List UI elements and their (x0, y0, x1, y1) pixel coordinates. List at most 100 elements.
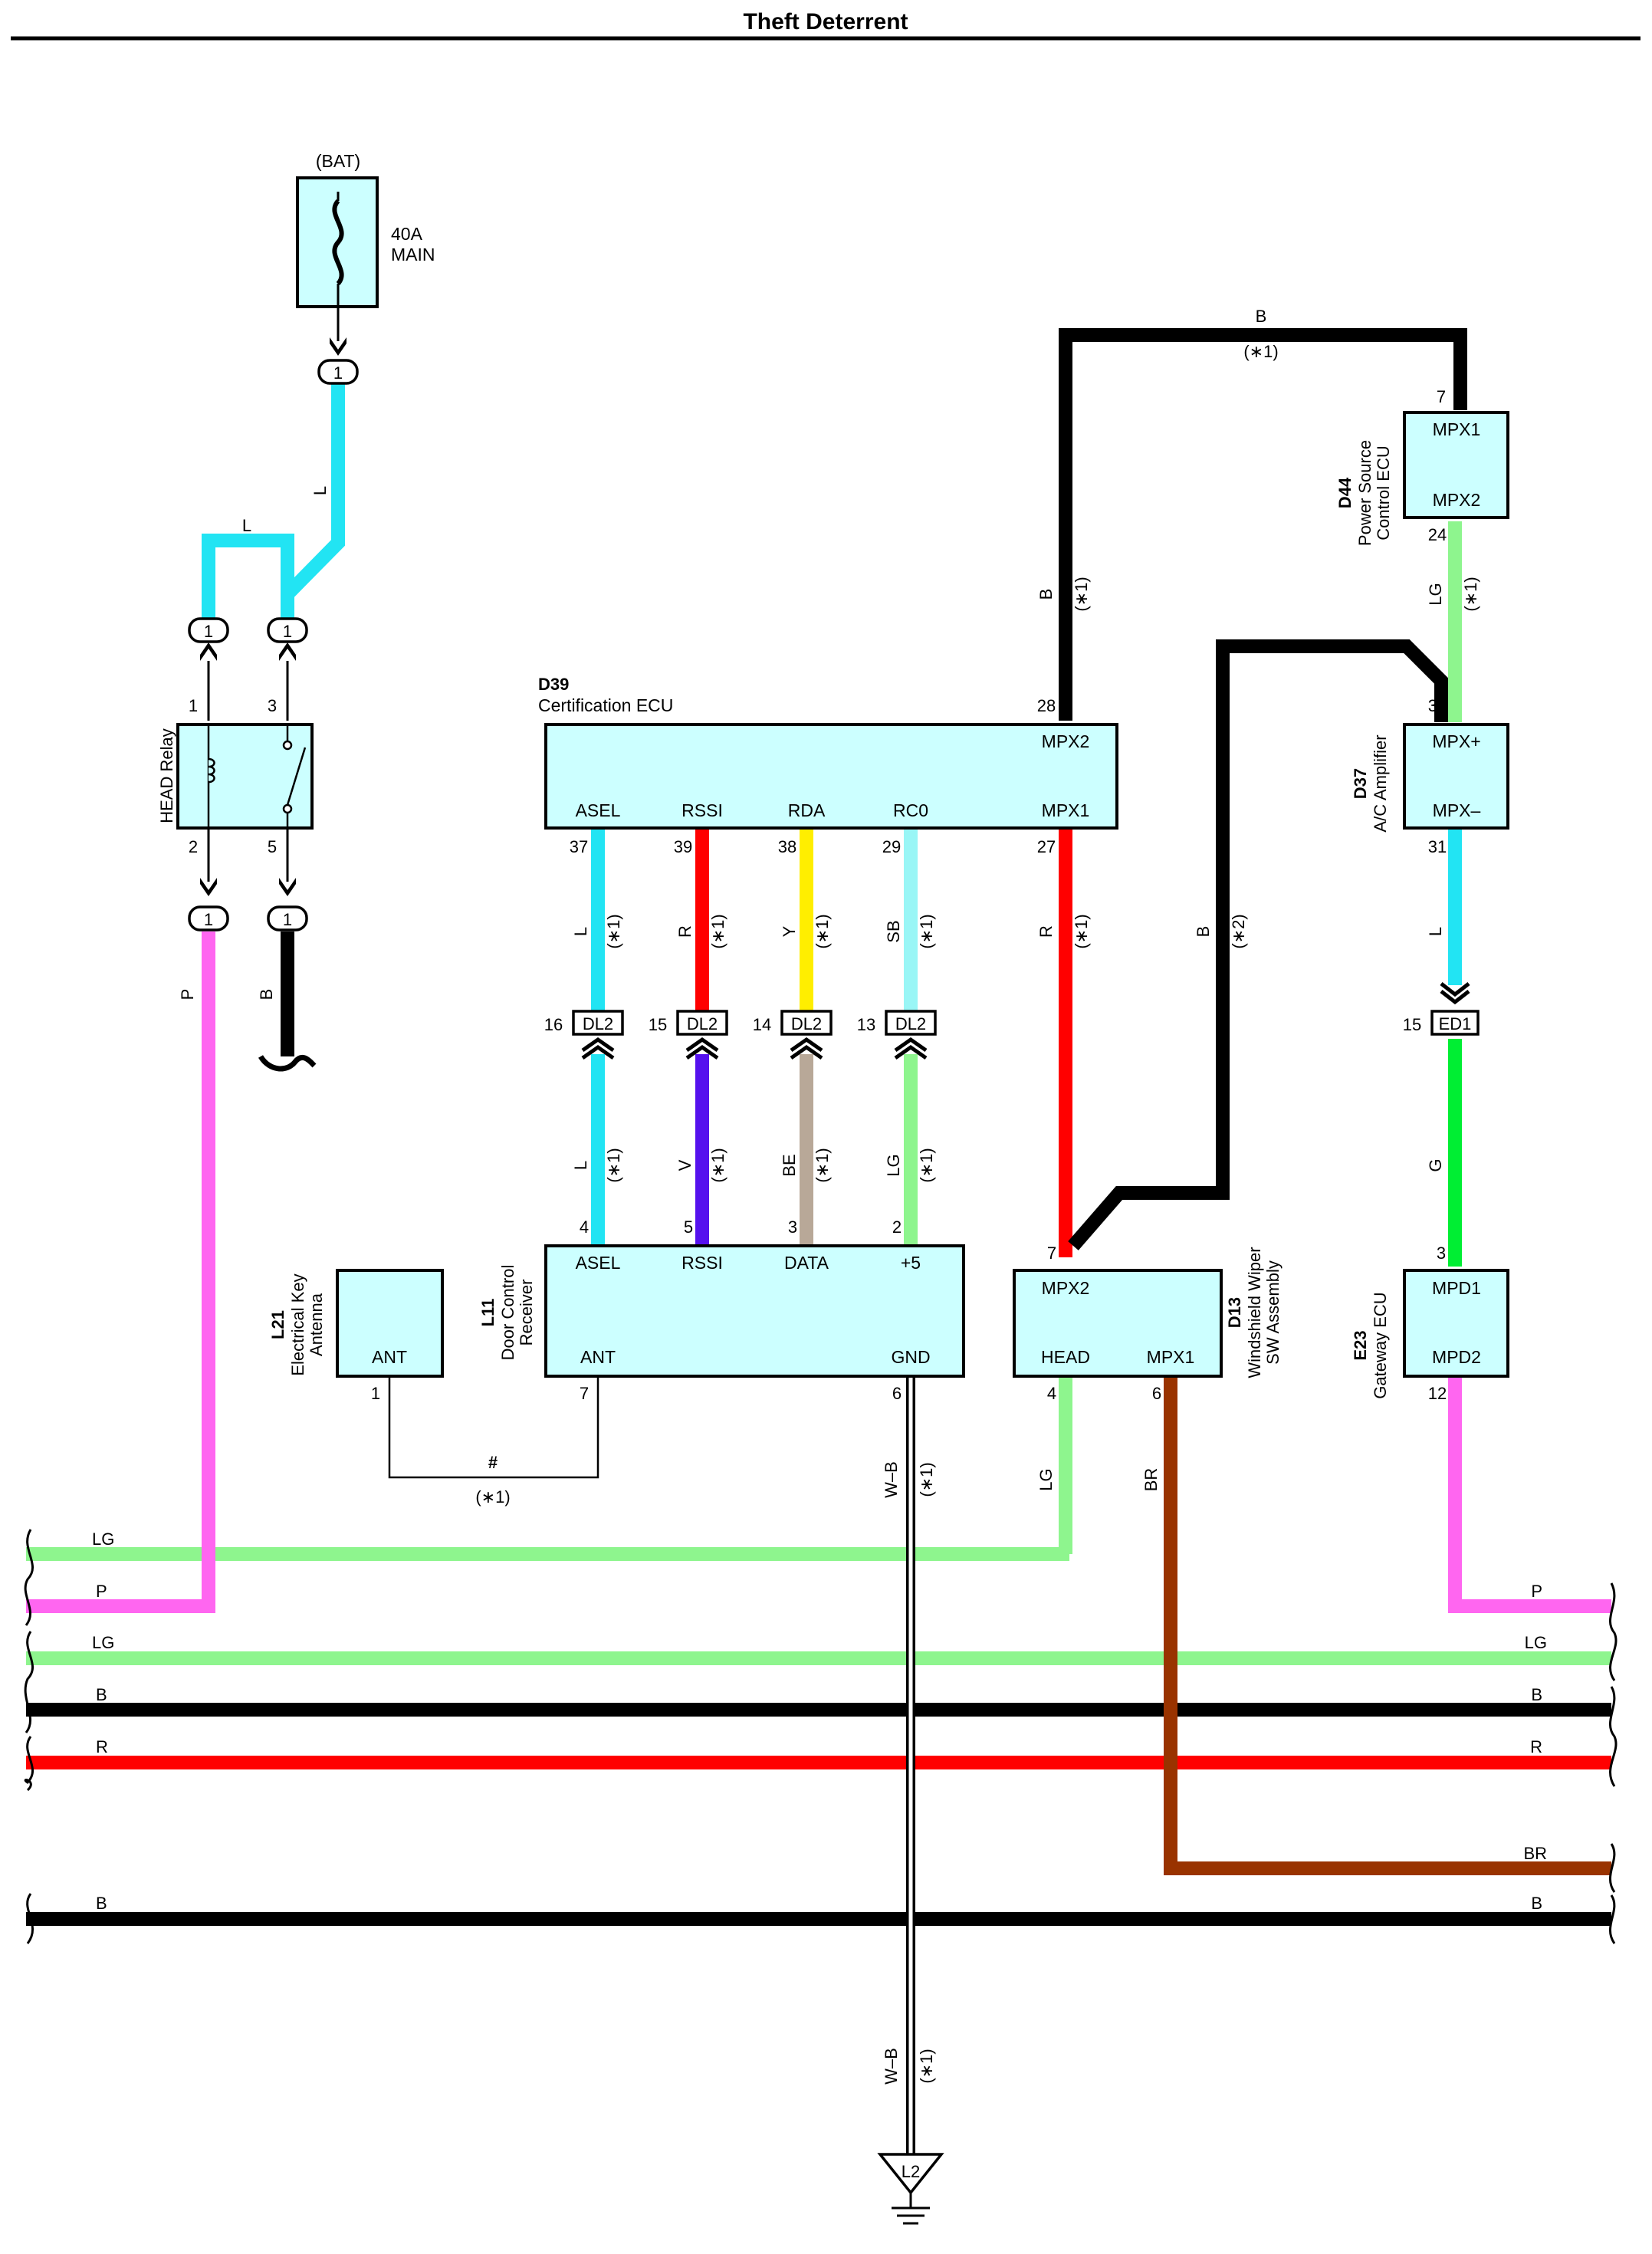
svg-text:B: B (1256, 307, 1267, 326)
break-icon (24, 1631, 34, 1733)
ed1-connector (1430, 1010, 1480, 1036)
l21-box (336, 1269, 444, 1378)
svg-text:MPX2: MPX2 (1042, 731, 1090, 751)
wire-e23-p (1448, 1376, 1611, 1613)
l21-electrical-key-antenna: ANT 1 L21 Electrical Key Antenna # (∗1) (268, 1269, 511, 1506)
svg-text:(∗1): (∗1) (1461, 577, 1480, 611)
d37-box (1403, 723, 1509, 830)
svg-text:L: L (571, 1161, 590, 1170)
svg-text:R: R (1036, 925, 1056, 938)
relay-bottom-connector-1 (188, 905, 229, 932)
svg-text:ASEL: ASEL (576, 1253, 621, 1273)
wire-top-b (1059, 328, 1467, 721)
svg-text:1: 1 (333, 363, 343, 383)
svg-text:RDA: RDA (788, 800, 826, 820)
ed1-junction: 15 ED1 (1403, 982, 1480, 1036)
svg-text:(∗1): (∗1) (708, 1148, 727, 1182)
double-arrow-up-icon (790, 1037, 823, 1060)
svg-text:6: 6 (892, 1384, 902, 1403)
dl2-junction: 16 DL2 15 DL2 14 DL2 13 DL2 (544, 1010, 937, 1060)
relay-name: HEAD Relay (157, 728, 176, 823)
svg-text:+5: +5 (901, 1253, 921, 1273)
svg-text:ANT: ANT (372, 1347, 407, 1367)
svg-text:3: 3 (1437, 1244, 1446, 1263)
svg-text:B: B (257, 989, 276, 1001)
svg-text:4: 4 (1047, 1384, 1056, 1403)
svg-text:B: B (96, 1894, 107, 1913)
svg-text:DATA: DATA (784, 1253, 829, 1273)
d44-power-source-control-ecu: 7 MPX1 MPX2 24 D44 Power Source Control … (1335, 387, 1509, 546)
svg-text:DL2: DL2 (791, 1014, 822, 1033)
svg-text:15: 15 (1403, 1015, 1421, 1034)
break-icon (24, 1529, 34, 1626)
svg-text:MPD2: MPD2 (1432, 1347, 1481, 1367)
svg-text:BR: BR (1141, 1468, 1161, 1492)
svg-text:39: 39 (674, 837, 692, 856)
svg-text:ED1: ED1 (1439, 1014, 1472, 1033)
svg-text:(∗1): (∗1) (917, 2049, 936, 2083)
svg-text:7: 7 (1047, 1244, 1056, 1263)
dl2-wire-labels: L (∗1) R (∗1) Y (∗1) SB (∗1) L (∗1) V (∗… (571, 914, 936, 1182)
svg-text:5: 5 (684, 1217, 693, 1237)
arrow-down-icon (330, 337, 346, 356)
break-marks (24, 1529, 1618, 1944)
svg-text:A/C Amplifier: A/C Amplifier (1371, 734, 1390, 832)
svg-text:W–B: W–B (882, 2048, 901, 2085)
relay-bottom-connector-2 (267, 905, 308, 932)
d44-box (1403, 411, 1509, 519)
wire-d13-b (1068, 639, 1448, 1250)
svg-text:4: 4 (580, 1217, 589, 1237)
svg-text:Y: Y (780, 925, 799, 937)
svg-text:(∗1): (∗1) (475, 1487, 510, 1506)
svg-text:RC0: RC0 (893, 800, 928, 820)
svg-text:DL2: DL2 (895, 1014, 926, 1033)
svg-text:L2: L2 (902, 2162, 920, 2181)
svg-text:R: R (1530, 1737, 1542, 1756)
ground-triangle (877, 2153, 944, 2195)
break-icon (1609, 1582, 1618, 1681)
svg-text:MPX1: MPX1 (1147, 1347, 1195, 1367)
l11-code: L11 (478, 1299, 498, 1327)
d13-code: D13 (1225, 1297, 1244, 1328)
svg-text:2: 2 (189, 837, 198, 856)
svg-text:3: 3 (268, 696, 277, 715)
svg-text:12: 12 (1428, 1384, 1447, 1403)
svg-text:RSSI: RSSI (681, 800, 723, 820)
wire-end-icon (258, 1054, 317, 1072)
d39-certification-ecu: D39 Certification ECU 28 MPX2 ASEL RSSI … (538, 675, 1118, 856)
svg-text:MPX1: MPX1 (1433, 419, 1481, 439)
wire-labels: L L P B B (∗1) B (∗1) LG (∗1) R (∗1) B (… (178, 307, 1480, 2085)
svg-text:Electrical Key: Electrical Key (288, 1273, 307, 1375)
svg-text:LG: LG (884, 1154, 903, 1176)
svg-text:1: 1 (204, 622, 213, 641)
relay-top-connector-1 (188, 617, 229, 643)
wire-relay-p (26, 932, 215, 1613)
svg-text:ASEL: ASEL (576, 800, 621, 820)
svg-text:BE: BE (780, 1154, 799, 1176)
svg-text:Control ECU: Control ECU (1374, 445, 1393, 540)
dl2-connector-4 (885, 1010, 937, 1036)
d37-code: D37 (1351, 768, 1370, 799)
d39-code: D39 (538, 675, 569, 694)
svg-text:Power Source: Power Source (1355, 440, 1374, 546)
svg-text:1: 1 (283, 910, 292, 929)
break-icon (26, 1893, 34, 1944)
svg-text:1: 1 (189, 696, 198, 715)
svg-text:MPX2: MPX2 (1433, 490, 1481, 510)
svg-text:(∗1): (∗1) (813, 914, 832, 948)
d37-ac-amplifier: 30 MPX+ MPX– 31 D37 A/C Amplifier (1351, 696, 1509, 856)
d39-box (544, 723, 1118, 830)
svg-text:LG: LG (92, 1633, 114, 1652)
l11-door-control-receiver: 4 5 3 2 ASEL RSSI DATA +5 ANT GND 7 6 L1… (478, 1217, 965, 1403)
arrow-down-icon (200, 878, 217, 896)
relay-box (176, 723, 314, 830)
dl2-connector-3 (780, 1010, 833, 1036)
svg-text:37: 37 (570, 837, 588, 856)
ground-l2: L2 (877, 2153, 944, 2225)
e23-box (1403, 1269, 1509, 1378)
break-icon (1609, 1686, 1618, 1787)
wire-bat-l (281, 380, 345, 626)
svg-text:B: B (1194, 926, 1213, 938)
svg-text:P: P (1531, 1582, 1542, 1601)
svg-text:29: 29 (882, 837, 901, 856)
